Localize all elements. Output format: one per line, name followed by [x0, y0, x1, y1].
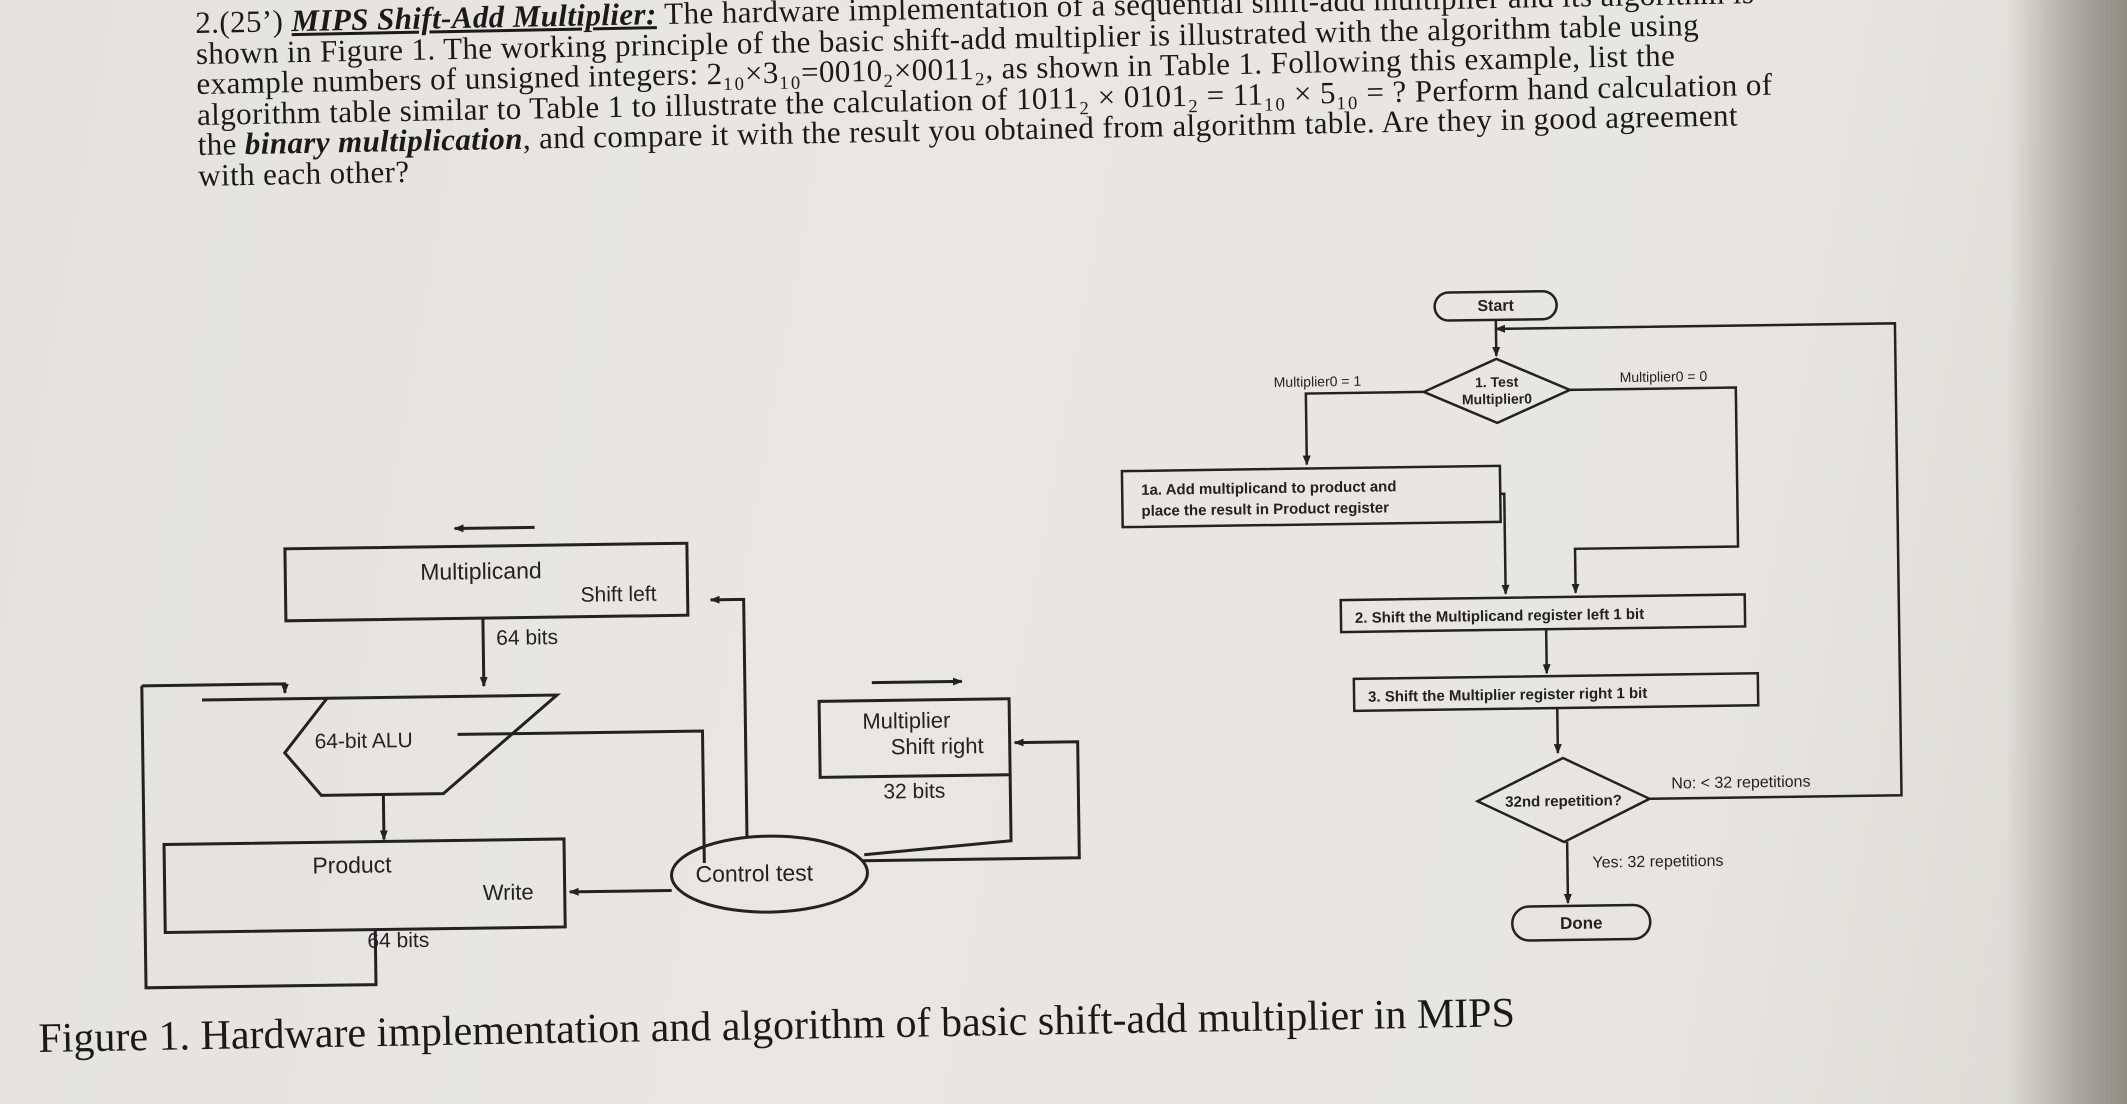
- flowchart-labels: Start 1. Test Multiplier0 Multiplier0 = …: [1141, 298, 1811, 933]
- branch-zero-line: [1569, 386, 1740, 594]
- done-label: Done: [1560, 913, 1603, 933]
- figure-content: Multiplicand Shift left 64 bits 64-bit A…: [140, 289, 1903, 990]
- hardware-labels: Multiplicand Shift left 64 bits 64-bit A…: [312, 557, 984, 953]
- multiplicand-to-alu-line: [479, 618, 488, 688]
- yes-label: Yes: 32 repetitions: [1592, 853, 1723, 872]
- add-step-line2: place the result in Product register: [1141, 499, 1389, 519]
- product-label: Product: [312, 851, 392, 878]
- alu-to-product-line: [379, 794, 388, 841]
- shift-multiplier-label: 3. Shift the Multiplier register right 1…: [1368, 685, 1647, 706]
- left-direction-arrow: [453, 524, 535, 533]
- control-test-ellipse: [670, 834, 869, 914]
- done-terminal: [1511, 903, 1652, 942]
- right-direction-arrow: [871, 677, 963, 686]
- test-label-line1: 1. Test: [1475, 374, 1519, 391]
- start-label: Start: [1477, 298, 1514, 316]
- alu-label: 64-bit ALU: [314, 729, 412, 753]
- multiplicand-register: [283, 541, 690, 623]
- product-feedback-line: [140, 685, 378, 990]
- multiplicand-label: Multiplicand: [420, 557, 542, 585]
- write-label: Write: [483, 879, 534, 905]
- shift-multiplicand-label: 2. Shift the Multiplicand register left …: [1355, 606, 1644, 627]
- shift-multiplicand-box: [1339, 593, 1747, 634]
- test-decision: [1420, 357, 1573, 425]
- alu-shape: [201, 693, 562, 797]
- control-to-shiftleft-arrow: [709, 595, 749, 837]
- multiplier-to-control-line: [864, 774, 1013, 857]
- branch-one-line: [1302, 390, 1424, 466]
- multiplier-label: Multiplier: [862, 708, 950, 734]
- loop-back-line: [1494, 322, 1903, 801]
- repetition-label: 32nd repetition?: [1505, 792, 1622, 811]
- no-label: No: < 32 repetitions: [1671, 774, 1810, 793]
- page-edge-shadow: [2007, 0, 2127, 1104]
- start-to-test-line: [1492, 319, 1501, 357]
- control-test-label: Control test: [695, 859, 814, 887]
- multiplier-register: [817, 697, 1012, 779]
- control-to-shiftright-arrow: [862, 738, 1081, 863]
- add-step-line1: 1a. Add multiplicand to product and: [1141, 478, 1396, 499]
- shift-to-shift-line: [1542, 629, 1551, 675]
- shift-to-repetition-line: [1553, 708, 1562, 755]
- control-to-write-arrow: [568, 887, 672, 896]
- branch-zero-label: Multiplier0 = 0: [1620, 368, 1708, 385]
- flowchart: [1120, 289, 1903, 942]
- product-bits-label: 64 bits: [367, 929, 429, 953]
- alu-control-line: [457, 729, 706, 864]
- product-register: [162, 837, 567, 935]
- test-label-line2: Multiplier0: [1462, 390, 1532, 407]
- branch-one-label: Multiplier0 = 1: [1274, 373, 1362, 390]
- repetition-to-done-line: [1563, 841, 1572, 904]
- multiplicand-bits-label: 64 bits: [496, 626, 558, 650]
- multiplier-bits-label: 32 bits: [883, 780, 945, 804]
- repetition-decision: [1474, 756, 1653, 844]
- shift-right-label: Shift right: [891, 733, 984, 759]
- hardware-diagram: [140, 524, 1081, 990]
- product-feedback-arrow: [141, 682, 289, 694]
- shift-left-label: Shift left: [580, 583, 656, 607]
- add-to-shift-line: [1500, 492, 1510, 595]
